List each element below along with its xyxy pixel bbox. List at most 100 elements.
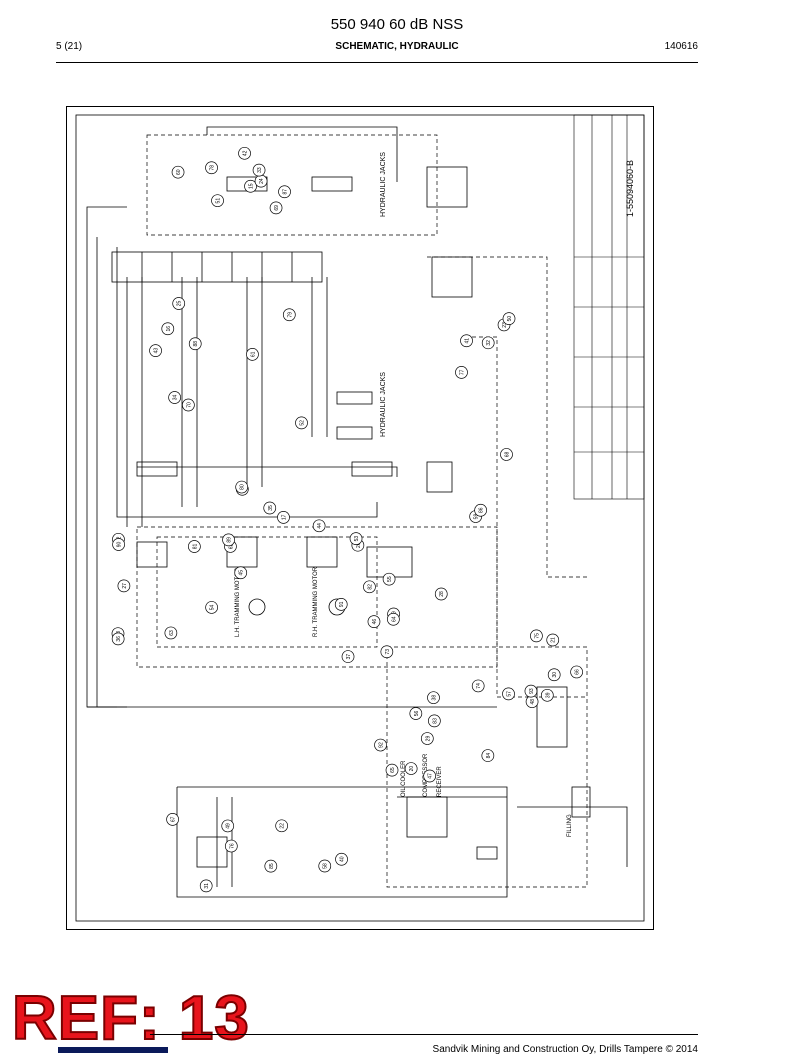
callout-bubble: 30 — [547, 668, 561, 682]
label-tramming-motor-right: R.H. TRAMMING MOTOR — [313, 566, 319, 637]
title-block — [573, 114, 645, 500]
callout-number: 75 — [534, 633, 540, 639]
callout-number: 69 — [274, 205, 280, 211]
hydraulic-schematic: 1-55094060-B — [75, 114, 645, 922]
compressor-unit — [196, 686, 591, 868]
label-hydraulic-jacks-mid: HYDRAULIC JACKS — [380, 372, 387, 437]
callout-number: 29 — [425, 736, 431, 742]
callout-bubble: 24 — [254, 174, 268, 188]
callout-number: 50 — [507, 316, 513, 322]
callout-bubble: 38 — [427, 691, 440, 705]
callout-bubble: 40 — [335, 852, 348, 866]
callout-number: 20 — [409, 766, 415, 772]
callout-bubble: 32 — [481, 336, 495, 350]
callout-bubble: 16 — [161, 322, 175, 336]
callout-bubble: 33 — [252, 163, 266, 177]
callout-bubble: 76 — [224, 839, 238, 853]
callout-bubble: 34 — [168, 391, 181, 404]
callout-bubble: 17 — [277, 511, 290, 524]
callout-number: 37 — [346, 654, 352, 660]
section-title: SCHEMATIC, HYDRAULIC — [335, 41, 459, 52]
callout-number: 93 — [529, 688, 535, 694]
callout-bubble: 47 — [423, 769, 437, 783]
callout-number: 27 — [122, 583, 128, 589]
date-code: 140616 — [664, 41, 698, 52]
callout-bubble: 69 — [269, 201, 283, 215]
callout-bubble: 80 — [235, 480, 249, 494]
callout-bubble: 48 — [525, 695, 539, 709]
callout-bubble: 84 — [481, 749, 495, 762]
schematic-sheet: 1-55094060-B — [66, 106, 654, 930]
callout-number: 47 — [428, 773, 434, 779]
callout-number: 56 — [414, 710, 420, 716]
callout-number: 57 — [507, 691, 513, 697]
callout-number: 61 — [250, 351, 256, 357]
callout-bubble: 93 — [524, 684, 538, 698]
callout-number: 51 — [216, 198, 222, 204]
callout-bubble: 20 — [404, 762, 418, 775]
tramming-valves — [136, 536, 413, 616]
callout-number: 26 — [356, 542, 362, 548]
callout-number: 28 — [439, 591, 445, 597]
callout-number: 60 — [176, 169, 182, 175]
callout-number: 16 — [166, 326, 172, 332]
callout-number: 84 — [486, 753, 492, 759]
callout-number: 39 — [545, 692, 551, 698]
callout-bubble: 68 — [500, 448, 513, 461]
callout-number: 67 — [171, 816, 177, 822]
drawing-number: 1-55094060-B — [625, 160, 635, 217]
callout-bubble: 63 — [164, 626, 178, 640]
document-title: 550 940 60 dB NSS — [330, 16, 464, 33]
callout-number: 76 — [229, 843, 235, 849]
callout-bubble: 79 — [282, 308, 296, 322]
callout-number: 35 — [268, 505, 274, 511]
callout-number: 54 — [210, 604, 216, 610]
callout-number: 85 — [269, 863, 275, 869]
callout-number: 46 — [372, 619, 378, 625]
pump-valve-group — [426, 166, 473, 493]
callout-bubble: 43 — [149, 344, 162, 357]
callout-bubble: 90 — [112, 538, 125, 551]
callout-number: 62 — [228, 543, 234, 549]
callout-bubble: 75 — [530, 629, 543, 643]
callout-bubble: 66 — [570, 665, 583, 679]
label-receiver: RECEIVER — [437, 766, 443, 797]
callout-number: 55 — [387, 576, 393, 582]
callout-bubble: 49 — [221, 819, 235, 833]
callout-bubble: 21 — [546, 633, 560, 647]
footer-rule — [150, 1034, 698, 1035]
callout-number: 25 — [177, 301, 183, 307]
callout-number: 15 — [249, 183, 255, 189]
callout-bubble: 28 — [434, 587, 448, 601]
callout-number: 40 — [340, 856, 346, 862]
callout-number: 82 — [367, 584, 373, 590]
callout-number: 77 — [459, 369, 465, 375]
callout-bubble: 37 — [341, 650, 355, 663]
callout-number: 65 — [390, 767, 396, 773]
callout-number: 45 — [239, 570, 245, 576]
callout-number: 70 — [186, 402, 192, 408]
callout-number: 38 — [431, 695, 437, 701]
callout-number: 58 — [323, 863, 329, 869]
callout-bubble: 31 — [199, 879, 213, 893]
page-number: 5 (21) — [56, 41, 83, 52]
callout-number: 49 — [226, 823, 232, 829]
callout-number: 32 — [486, 340, 492, 346]
callout-number: 78 — [210, 165, 216, 171]
callout-bubble: 70 — [182, 398, 195, 412]
callout-bubble: 45 — [234, 566, 248, 580]
callout-bubble: 64 — [387, 612, 400, 626]
callout-number: 88 — [193, 341, 199, 347]
callout-bubble: 25 — [172, 297, 186, 310]
valve-bank — [111, 251, 323, 283]
callout-number: 41 — [465, 338, 471, 344]
callout-number: 73 — [385, 649, 391, 655]
callout-bubble: 67 — [166, 813, 179, 826]
callout-bubble: 77 — [455, 366, 468, 379]
callout-bubble: 15 — [244, 179, 257, 193]
header-rule — [56, 62, 698, 63]
callout-bubble: 60 — [171, 165, 185, 179]
label-tramming-motor-left: L.H. TRAMMING MOTOR — [235, 567, 241, 637]
callout-number: 74 — [476, 683, 482, 689]
callout-bubble: 92 — [374, 738, 387, 752]
